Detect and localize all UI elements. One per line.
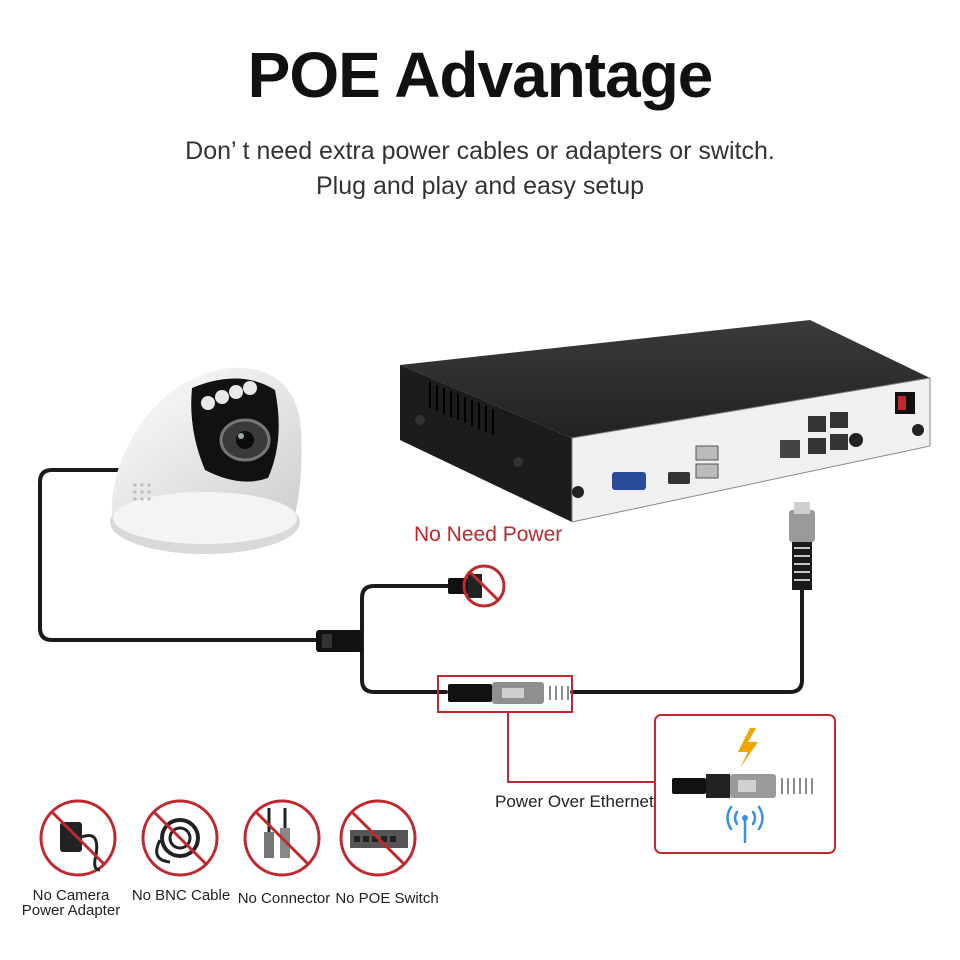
split-cable-down (360, 638, 448, 694)
page-title: POE Advantage (247, 39, 714, 111)
signal-icon (726, 805, 764, 844)
rj45-plug-nvr (789, 502, 815, 590)
no-connector-label: No Connector (237, 890, 331, 907)
callout-line (507, 712, 655, 783)
no-bnc-cable-label: No BNC Cable (131, 887, 231, 904)
no-adapter-label-line2: Power Adapter (21, 902, 121, 919)
no-switch-icon (339, 799, 417, 877)
subtitle-line-1: Don’ t need extra power cables or adapte… (185, 137, 775, 165)
dome-camera (110, 367, 302, 554)
poe-detail-box (654, 714, 836, 854)
no-need-power-label: No Need Power (414, 523, 563, 546)
subtitle-line-2: Plug and play and easy setup (315, 172, 644, 200)
ethernet-coupler (437, 675, 573, 713)
splitter-connector (316, 630, 362, 652)
power-over-ethernet-label: Power Over Ethernet (495, 792, 654, 811)
nvr-recorder (400, 320, 931, 523)
lightning-icon (738, 728, 758, 768)
split-cable-up (360, 584, 450, 642)
cables (38, 468, 804, 694)
ethernet-cable-to-nvr (570, 586, 804, 694)
no-adapter-label-line1: No Camera (32, 887, 110, 904)
no-bnc-cable-icon (141, 799, 219, 877)
no-poe-switch-label: No POE Switch (335, 890, 439, 907)
no-connector-icon (243, 799, 321, 877)
no-adapter-label: No Camera Power Adapter (10, 888, 132, 918)
no-adapter-icon (39, 799, 117, 877)
no-power-plug-icon (448, 564, 506, 608)
camera-cable (38, 468, 320, 642)
